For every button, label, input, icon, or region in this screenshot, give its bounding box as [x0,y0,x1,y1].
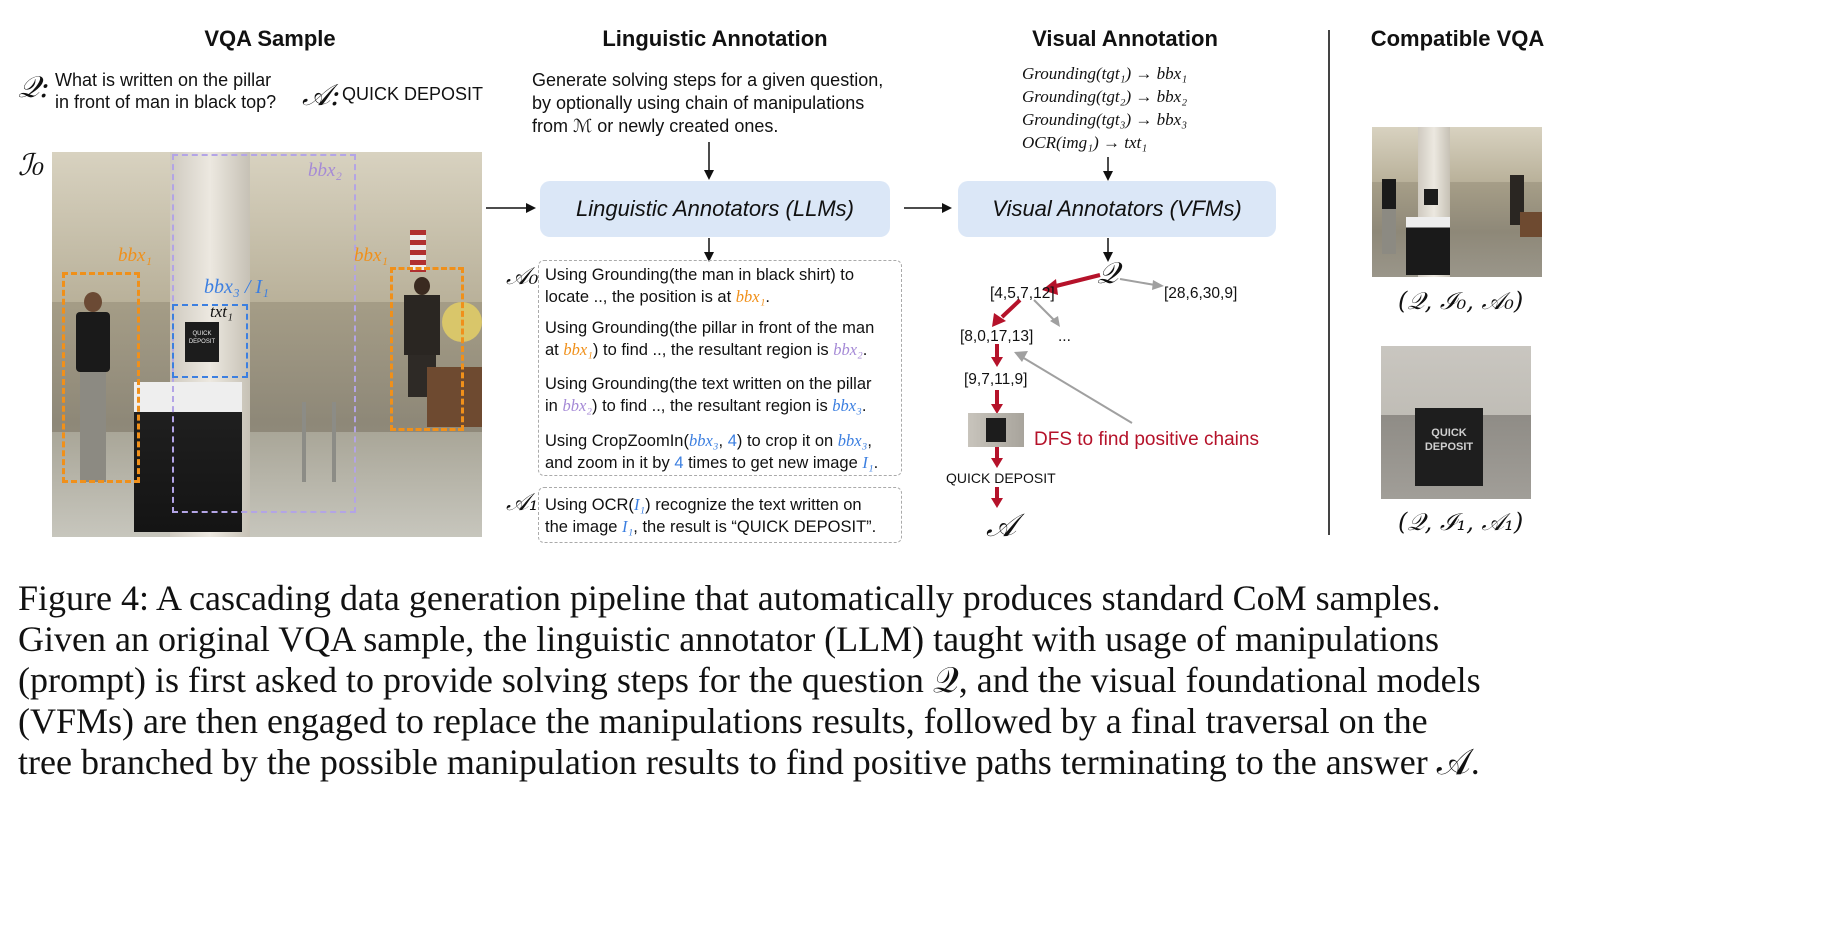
linguistic-annotators-label: Linguistic Annotators (LLMs) [576,196,854,221]
arrow-visual-down [1103,238,1113,262]
visual-annotators-label: Visual Annotators (VFMs) [992,196,1242,221]
visual-call-1: Grounding(tgt₁) → bbx₁ [1022,64,1188,83]
steps-box-a0 [538,260,902,476]
tree-cropped-image [968,413,1024,447]
tree-result-text: QUICK DEPOSIT [946,470,1056,486]
bbox-1-left-label: bbx₁ [118,245,153,266]
tree-q-node: 𝒬 [1097,256,1119,291]
caption-line-5: tree branched by the possible manipulati… [18,742,1480,782]
stanchion-posts [292,402,352,482]
quick-deposit-sign: QUICK DEPOSIT [185,322,219,362]
zoom-sign: QUICK DEPOSIT [1415,408,1483,486]
step-3: Using Grounding(the text written on the … [545,375,872,415]
heading-vqa-sample: VQA Sample [204,26,336,51]
visual-call-4: OCR(img₁) → txt₁ [1022,133,1148,152]
steps-box-a1 [538,487,902,543]
arrow-linguistic-down [704,238,714,262]
question-symbol: 𝒬: [18,70,50,105]
compatible-image-full [1372,127,1542,277]
question-line-2: in front of man in black top? [55,92,277,112]
tuple-1: (𝒬, ℐ₀, 𝒜₀) [1398,287,1524,315]
visual-call-3: Grounding(tgt₃) → bbx₃ [1022,110,1188,129]
heading-visual-annotation: Visual Annotation [1032,26,1218,51]
image-label-i0: ℐ₀ [18,148,45,183]
arrow-vqa-to-linguistic [486,203,536,213]
linguistic-annotators-box: Linguistic Annotators (LLMs) [540,181,890,237]
visual-annotators-box: Visual Annotators (VFMs) [958,181,1276,237]
visual-call-2: Grounding(tgt₂) → bbx₂ [1022,87,1188,106]
caption: Figure 4: A cascading data generation pi… [18,578,1828,783]
man-black-shirt [74,292,112,482]
tree-node-3: [8,0,17,13] [960,328,1034,345]
step-2: Using Grounding(the pillar in front of t… [545,319,875,359]
flag [410,230,426,272]
deposit-stand [134,382,242,532]
instruction-line-2: by optionally using chain of manipulatio… [532,93,865,113]
tree-node-1: [4,5,7,12] [990,285,1055,302]
section-divider [1328,30,1330,535]
arrow-linguistic-to-visual [904,203,952,213]
step-4: Using CropZoomIn(bbx₃, 4) to crop it on … [545,431,879,472]
heading-linguistic-annotation: Linguistic Annotation [602,26,828,51]
back-wall [52,152,482,302]
vqa-image: QUICK DEPOSIT bbx₁ bbx₁ bbx₂ bbx₃ / I₁ t… [52,152,482,537]
bbox-1-left [62,272,140,483]
answer-text: QUICK DEPOSIT [342,84,484,104]
answer-symbol: 𝒜: [302,78,341,113]
question-line-1: What is written on the pillar [55,70,272,90]
counter-right [427,367,482,427]
bbox-1-right-label: bbx₁ [354,245,389,266]
dfs-label: DFS to find positive chains [1034,429,1259,450]
caption-line-2: Given an original VQA sample, the lingui… [18,619,1440,659]
a1-label: 𝒜₁ [506,488,539,516]
txt1-label: txt₁ [210,302,233,321]
arrow-instruction-down [704,142,714,180]
search-tree-edges [991,273,1164,508]
bbox-3-label: bbx₃ / I₁ [204,276,269,298]
caption-line-1: Figure 4: A cascading data generation pi… [18,578,1441,618]
heading-compatible-vqa: Compatible VQA [1370,26,1545,51]
floor [52,432,482,537]
caption-line-3: (prompt) is first asked to provide solvi… [18,660,1481,700]
bbox-2-label: bbx₂ [308,160,343,181]
arrow-calls-down [1103,157,1113,181]
tree-node-2: [28,6,30,9] [1164,285,1238,302]
instruction-line-3: from ℳ or newly created ones. [532,116,779,136]
tuple-2: (𝒬, ℐ₁, 𝒜₁) [1398,508,1524,536]
instruction-line-1: Generate solving steps for a given quest… [532,70,884,90]
bbox-1-right [390,267,464,431]
tree-ellipsis: ... [1058,328,1071,345]
caption-line-4: (VFMs) are then engaged to replace the m… [18,701,1428,741]
bbox-3 [172,304,248,378]
step-1: Using Grounding(the man in black shirt) … [545,266,855,306]
tree-a-node: 𝒜 [986,506,1017,544]
tree-node-4: [9,7,11,9] [964,371,1028,388]
step-5: Using OCR(I₁) recognize the text written… [545,495,877,536]
compatible-image-zoom: QUICK DEPOSIT [1381,346,1531,499]
a0-label: 𝒜₀ [506,262,539,290]
